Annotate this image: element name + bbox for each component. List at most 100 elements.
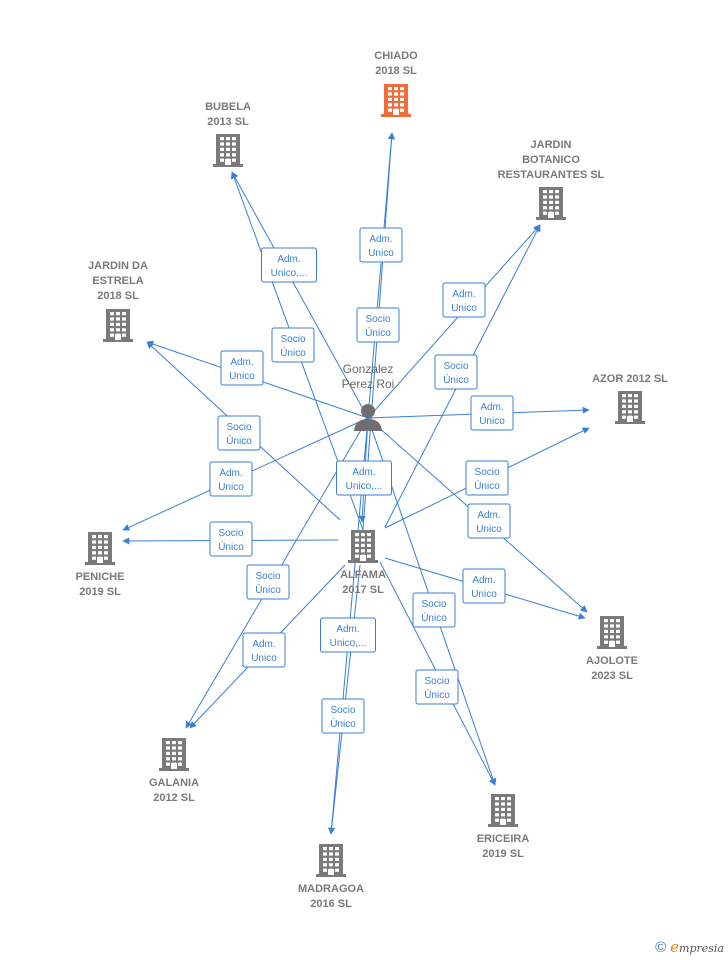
relationship-label[interactable]: Adm. Unico [209, 461, 253, 497]
person-name[interactable]: Gonzalez [343, 362, 394, 376]
svg-text:Único: Único [330, 717, 356, 730]
svg-text:Unico: Unico [471, 589, 497, 600]
relationship-label[interactable]: Adm.Unico,... [320, 617, 376, 653]
building-icon[interactable] [488, 794, 518, 827]
svg-text:Socio: Socio [424, 676, 449, 687]
relationship-line [367, 224, 541, 419]
company-name[interactable]: PENICHE [76, 571, 125, 583]
company-name[interactable]: MADRAGOA [298, 883, 364, 895]
company-name[interactable]: 2018 SL [375, 65, 417, 77]
relationship-label[interactable]: Adm. Unico [467, 503, 511, 539]
svg-text:Adm.: Adm. [452, 289, 475, 300]
svg-text:Socio: Socio [330, 705, 355, 716]
svg-text:Adm.: Adm. [477, 510, 500, 521]
company-name[interactable]: 2018 SL [97, 290, 139, 302]
relationship-label[interactable]: Adm. Unico [220, 350, 264, 386]
svg-text:Unico: Unico [218, 482, 244, 493]
company-name[interactable]: 2012 SL [153, 792, 195, 804]
svg-text:Socio: Socio [280, 334, 305, 345]
company-name[interactable]: CHIADO [374, 50, 418, 62]
relationship-label[interactable]: Adm.Unico,... [336, 460, 392, 496]
relationship-label[interactable]: Adm. Unico [359, 227, 403, 263]
building-icon[interactable] [348, 530, 378, 563]
company-name[interactable]: 2019 SL [79, 586, 121, 598]
company-name[interactable]: 2013 SL [207, 116, 249, 128]
building-icon[interactable] [85, 532, 115, 565]
svg-text:Adm.: Adm. [472, 575, 495, 586]
svg-text:Único: Único [443, 373, 469, 386]
svg-text:Socio: Socio [218, 528, 243, 539]
svg-text:Adm.: Adm. [352, 467, 375, 478]
company-name[interactable]: 2017 SL [342, 584, 384, 596]
company-name[interactable]: BOTANICO [522, 154, 580, 166]
company-name[interactable]: AJOLOTE [586, 655, 638, 667]
building-icon[interactable] [615, 391, 645, 424]
company-name[interactable]: AZOR 2012 SL [592, 373, 668, 385]
person-name[interactable]: Perez Roi [342, 377, 395, 391]
svg-text:Adm.: Adm. [369, 234, 392, 245]
svg-text:Unico: Unico [479, 416, 505, 427]
building-icon[interactable] [381, 84, 411, 117]
company-name[interactable]: 2019 SL [482, 848, 524, 860]
company-name[interactable]: GALANIA [149, 777, 199, 789]
svg-text:Socio: Socio [255, 571, 280, 582]
company-nodes: CHIADO 2018 SL BUBELA 2013 SL JARDIN BOTANICO… [76, 50, 669, 910]
building-icon[interactable] [159, 738, 189, 771]
company-name[interactable]: ERICEIRA [477, 833, 530, 845]
svg-text:Adm.: Adm. [277, 254, 300, 265]
svg-text:Socio: Socio [421, 599, 446, 610]
svg-text:Adm.: Adm. [336, 624, 359, 635]
person-icon[interactable] [354, 404, 382, 431]
relationship-label[interactable]: Adm. Unico [442, 282, 486, 318]
company-name[interactable]: 2023 SL [591, 670, 633, 682]
svg-text:Socio: Socio [365, 314, 390, 325]
building-icon[interactable] [103, 309, 133, 342]
company-name[interactable]: 2016 SL [310, 898, 352, 910]
company-name[interactable]: RESTAURANTES SL [498, 169, 605, 181]
building-icon[interactable] [536, 187, 566, 220]
svg-text:Unico: Unico [476, 524, 502, 535]
building-icon[interactable] [316, 844, 346, 877]
building-icon[interactable] [213, 134, 243, 167]
svg-text:Adm.: Adm. [230, 357, 253, 368]
company-name[interactable]: ALFAMA [340, 569, 386, 581]
svg-text:Adm.: Adm. [219, 468, 242, 479]
svg-text:Socio: Socio [474, 467, 499, 478]
relationship-label[interactable]: Adm. Unico [242, 632, 286, 668]
copyright-symbol: © [655, 939, 667, 956]
svg-text:Unico: Unico [368, 248, 394, 259]
brand-logo-text: mpresia [679, 942, 724, 955]
svg-text:Socio: Socio [226, 422, 251, 433]
svg-text:Unico: Unico [229, 371, 255, 382]
svg-text:Unico: Unico [251, 653, 277, 664]
relationship-label[interactable]: Adm. Unico [462, 568, 506, 604]
relationship-label[interactable]: Adm. Unico,... [261, 247, 317, 283]
svg-text:Unico: Unico [451, 303, 477, 314]
svg-text:Único: Único [280, 346, 306, 359]
svg-text:Adm.: Adm. [252, 639, 275, 650]
building-icon[interactable] [597, 616, 627, 649]
relationship-label[interactable]: Adm.Unico [470, 395, 514, 431]
company-name[interactable]: JARDIN DA [88, 260, 148, 272]
svg-text:Único: Único [226, 434, 252, 447]
svg-text:Socio: Socio [443, 361, 468, 372]
svg-text:Unico,...: Unico,... [271, 268, 308, 279]
company-name[interactable]: JARDIN [531, 139, 572, 151]
brand-logo-initial: e [670, 938, 680, 956]
footer-brand: ©empresia [655, 938, 724, 956]
company-name[interactable]: ESTRELA [92, 275, 143, 287]
relationship-labels: Adm.UnicoAdm.Unico,...SocioÚnicoAdm.Unic… [209, 227, 514, 734]
company-name[interactable]: BUBELA [205, 101, 251, 113]
